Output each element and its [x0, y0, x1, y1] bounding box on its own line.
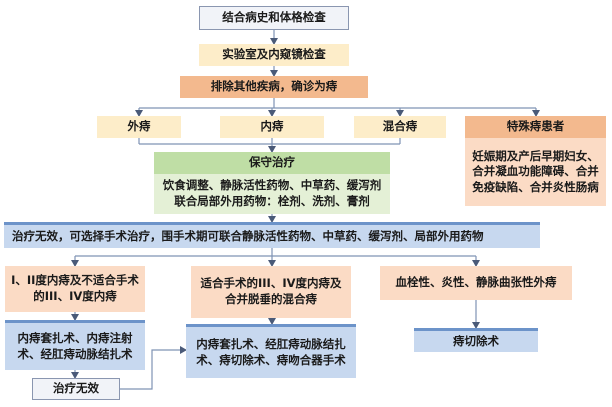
conservative-line-1: 饮食调整、静脉活性药物、中草药、缓泻剂	[162, 178, 382, 193]
surgery-left-box: 内痔套扎术、内痔注射术、经肛痔动脉结扎术	[5, 320, 145, 370]
conservative-title: 保守治疗	[154, 152, 390, 174]
mixed-hemorrhoid-box: 混合痔	[354, 116, 446, 138]
ineffective-small-box: 治疗无效	[32, 378, 120, 400]
lab-endoscopy-box: 实验室及内窥镜检查	[199, 44, 349, 66]
grade-left-box: I、II度内痔及不适合手术的III、IV度内痔	[5, 266, 145, 312]
grade-right-box: 血栓性、炎性、静脉曲张性外痔	[380, 266, 572, 300]
external-hemorrhoid-box: 外痔	[97, 116, 181, 138]
surgery-right-box: 痔切除术	[414, 328, 538, 352]
conservative-detail: 饮食调整、静脉活性药物、中草药、缓泻剂 联合局部外用药物：栓剂、洗剂、膏剂	[154, 174, 390, 214]
surgery-option-banner: 治疗无效，可选择手术治疗，围手术期可联合静脉活性药物、中草药、缓泻剂、局部外用药…	[4, 222, 540, 248]
diagnosis-box: 排除其他疾病，确诊为痔	[180, 76, 368, 98]
grade-mid-box: 适合手术的III、IV度内痔及合并脱垂的混合痔	[191, 266, 351, 318]
special-patients-desc: 妊娠期及产后早期妇女、合并凝血功能障碍、合并免疫缺陷、合并炎性肠病	[465, 138, 606, 206]
internal-hemorrhoid-box: 内痔	[220, 116, 324, 138]
conservative-treatment-box: 保守治疗 饮食调整、静脉活性药物、中草药、缓泻剂 联合局部外用药物：栓剂、洗剂、…	[154, 152, 390, 214]
special-patients-box: 特殊痔患者 妊娠期及产后早期妇女、合并凝血功能障碍、合并免疫缺陷、合并炎性肠病	[465, 116, 606, 206]
arrow-ineffective-to-mid-surgery	[120, 346, 187, 390]
surgery-mid-box: 内痔套扎术、经肛痔动脉结扎术、痔切除术、痔吻合器手术	[186, 324, 356, 378]
conservative-line-2: 联合局部外用药物：栓剂、洗剂、膏剂	[174, 194, 370, 208]
history-exam-box: 结合病史和体格检查	[199, 6, 349, 30]
special-patients-title: 特殊痔患者	[465, 116, 606, 138]
